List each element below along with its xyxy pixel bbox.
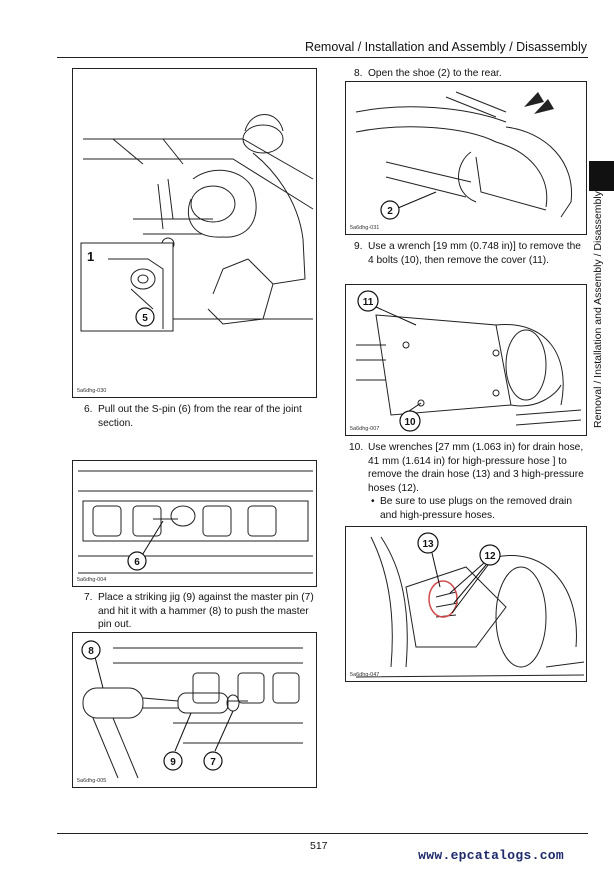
callout-8: 8 [81, 640, 104, 689]
step-text: Pull out the S-pin (6) from the rear of … [98, 404, 302, 429]
illustration-hoses: 13 12 [355, 532, 585, 678]
step-6: 6. Pull out the S-pin (6) from the rear … [84, 403, 316, 430]
callout-label-12: 12 [484, 551, 496, 562]
callout-label-13: 13 [422, 539, 434, 550]
illustration-cover-bolts: 11 10 [356, 290, 582, 432]
callout-12: 12 [449, 544, 501, 614]
section-tab-marker [589, 161, 614, 191]
figure-cover-bolts: 11 10 5a6dhg-007 [345, 284, 587, 436]
callout-label-7: 7 [210, 757, 216, 768]
step-9: 9. Use a wrench [19 mm (0.748 in)] to re… [354, 240, 584, 267]
figure-open-shoe: 2 5a6dhg-031 [345, 81, 587, 235]
figure-worker-joint: 1 5 5a6dhg-030 [72, 68, 317, 398]
callout-6: 6 [127, 520, 164, 571]
step-text: Open the shoe (2) to the rear. [368, 68, 502, 79]
section-side-title: Removal / Installation and Assembly / Di… [592, 191, 604, 428]
callout-label-8: 8 [88, 646, 94, 657]
step-8: 8. Open the shoe (2) to the rear. [354, 67, 584, 81]
figure-s-pin: 6 5a6dhg-004 [72, 460, 317, 587]
bullet-mark: • [371, 496, 375, 508]
figure-id: 5a6dhg-031 [350, 225, 380, 231]
callout-label-9: 9 [170, 757, 176, 768]
step-text: Place a striking jig (9) against the mas… [98, 592, 314, 631]
step-number: 6. [84, 404, 93, 415]
callout-2: 2 [380, 191, 437, 220]
callout-label-2: 2 [387, 206, 393, 217]
figure-master-pin: 8 9 7 5a6dhg-005 [72, 632, 317, 788]
callout-9: 9 [163, 712, 192, 771]
step-number: 9. [354, 241, 363, 252]
step-text: Use a wrench [19 mm (0.748 in)] to remov… [368, 241, 581, 266]
step-number: 10. [349, 442, 364, 453]
figure-id: 5a6dhg-004 [77, 577, 107, 583]
callout-5: 5 [135, 307, 155, 327]
step-10: 10. Use wrenches [27 mm (1.063 in) for d… [349, 441, 585, 523]
figure-id: 5a6dhg-007 [350, 426, 380, 432]
callout-label-6: 6 [134, 557, 140, 568]
callout-11: 11 [357, 290, 417, 326]
figure-id: 5a6dhg-047 [350, 672, 380, 678]
callout-10: 10 [399, 402, 422, 432]
callout-1: 1 [87, 249, 94, 264]
illustration-open-shoe: 2 [355, 91, 573, 220]
step-text: Use wrenches [27 mm (1.063 in) for drain… [368, 442, 584, 494]
step-note: • Be sure to use plugs on the removed dr… [349, 495, 585, 522]
step-7: 7. Place a striking jig (9) against the … [84, 591, 316, 632]
callout-label-10: 10 [404, 417, 416, 428]
figure-hoses: 13 12 5a6dhg-047 [345, 526, 587, 682]
footer-rule [57, 833, 588, 834]
callout-13: 13 [417, 532, 441, 588]
figure-id: 5a6dhg-005 [77, 778, 107, 784]
callout-label-11: 11 [363, 297, 374, 308]
callout-7: 7 [203, 710, 234, 771]
callout-label-1: 1 [87, 249, 94, 264]
step-note-text: Be sure to use plugs on the removed drai… [380, 496, 572, 521]
step-number: 7. [84, 592, 93, 603]
illustration-master-pin: 8 9 7 [81, 640, 303, 779]
page-number: 517 [310, 840, 328, 852]
illustration-worker-joint: 1 5 [80, 114, 314, 332]
header-rule [57, 57, 588, 58]
watermark-url: www.epcatalogs.com [418, 848, 564, 863]
step-number: 8. [354, 68, 363, 79]
callout-label-5: 5 [142, 313, 148, 324]
figure-id: 5a6dhg-030 [77, 388, 107, 394]
illustration-s-pin: 6 [78, 470, 313, 574]
header-title: Removal / Installation and Assembly / Di… [304, 40, 587, 54]
